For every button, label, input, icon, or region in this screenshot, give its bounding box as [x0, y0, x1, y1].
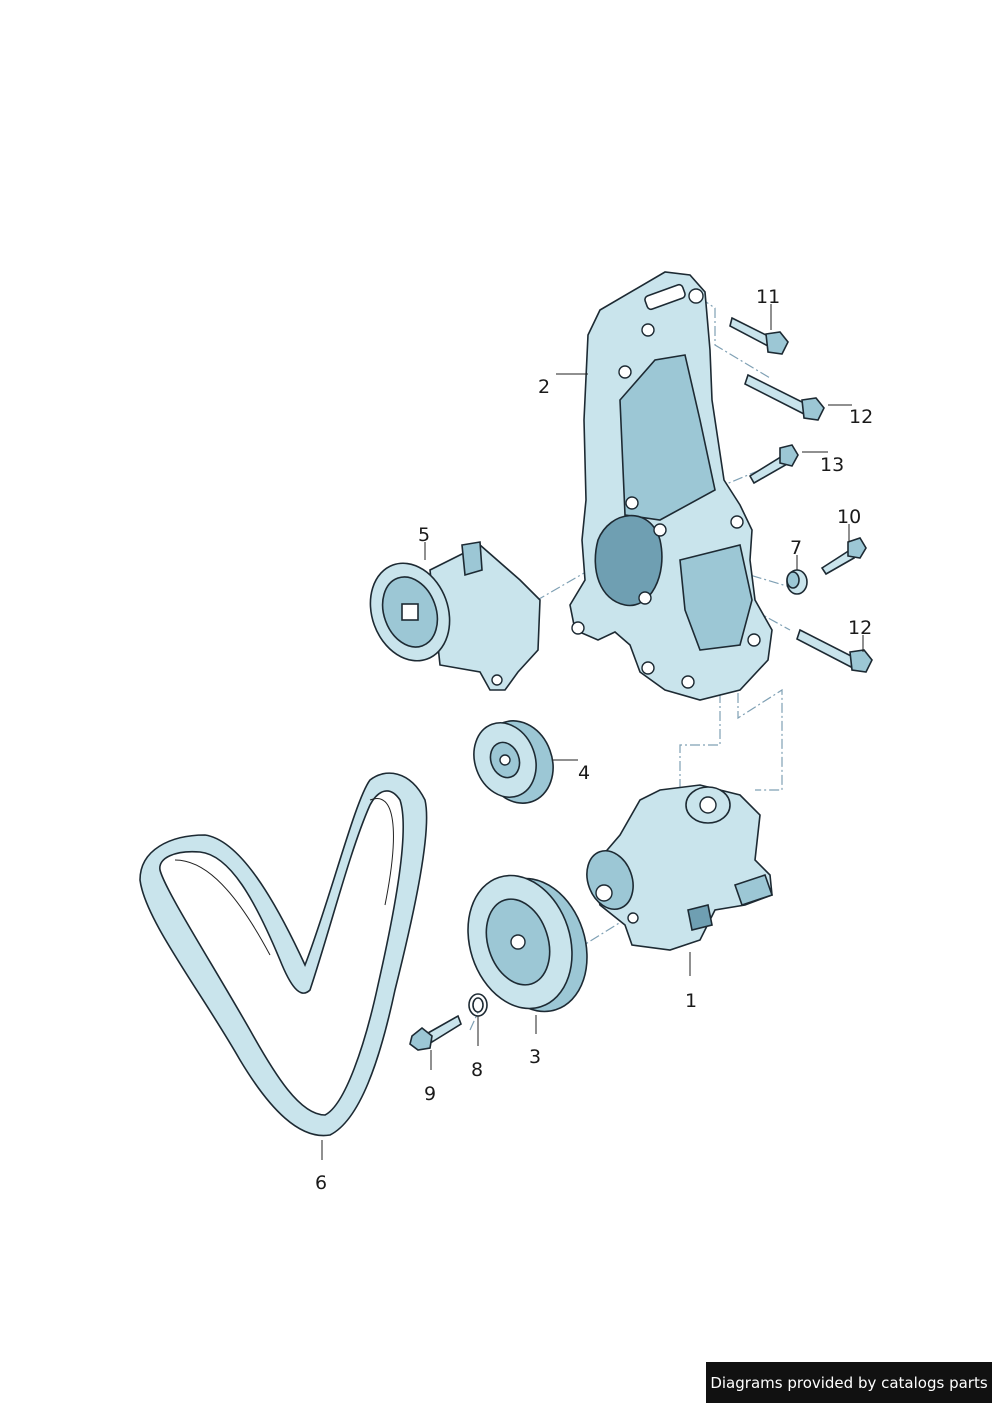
callout-3: 3	[529, 1046, 541, 1068]
bolt-11-part	[729, 316, 789, 355]
bolt-12-upper-part	[744, 373, 825, 421]
callout-4: 4	[578, 762, 590, 784]
credit-banner: Diagrams provided by catalogs parts	[706, 1362, 992, 1403]
callout-13: 13	[820, 454, 844, 476]
callout-9: 9	[424, 1083, 436, 1105]
callout-6: 6	[315, 1172, 327, 1194]
bolt-13-part	[748, 444, 799, 485]
callout-2: 2	[538, 376, 550, 398]
credit-text: Diagrams provided by catalogs parts	[710, 1373, 988, 1392]
callout-11: 11	[756, 286, 780, 308]
washer-part	[468, 993, 488, 1017]
idler-pulley-part	[473, 720, 554, 804]
callout-8: 8	[471, 1059, 483, 1081]
bolt-9-part	[409, 1014, 462, 1051]
bracket-part	[569, 271, 773, 701]
ribbed-belt-part	[139, 772, 428, 1137]
callout-12-upper: 12	[849, 406, 873, 428]
power-steering-pump-part	[586, 784, 774, 951]
callout-5: 5	[418, 524, 430, 546]
callout-12-lower: 12	[848, 617, 872, 639]
callout-10: 10	[837, 506, 861, 528]
callout-1: 1	[685, 990, 697, 1012]
callout-leader-lines	[321, 304, 864, 1160]
spacer-part	[786, 569, 808, 595]
bolt-12-lower-part	[796, 628, 873, 673]
tensioner-part	[369, 541, 541, 691]
callout-numbers: 1 2 3 4 5 6 7 8 9 10 11 12 12 13	[315, 286, 873, 1194]
bolt-10-part	[820, 537, 867, 576]
pump-pulley-part	[467, 874, 588, 1013]
callout-7: 7	[790, 537, 802, 559]
